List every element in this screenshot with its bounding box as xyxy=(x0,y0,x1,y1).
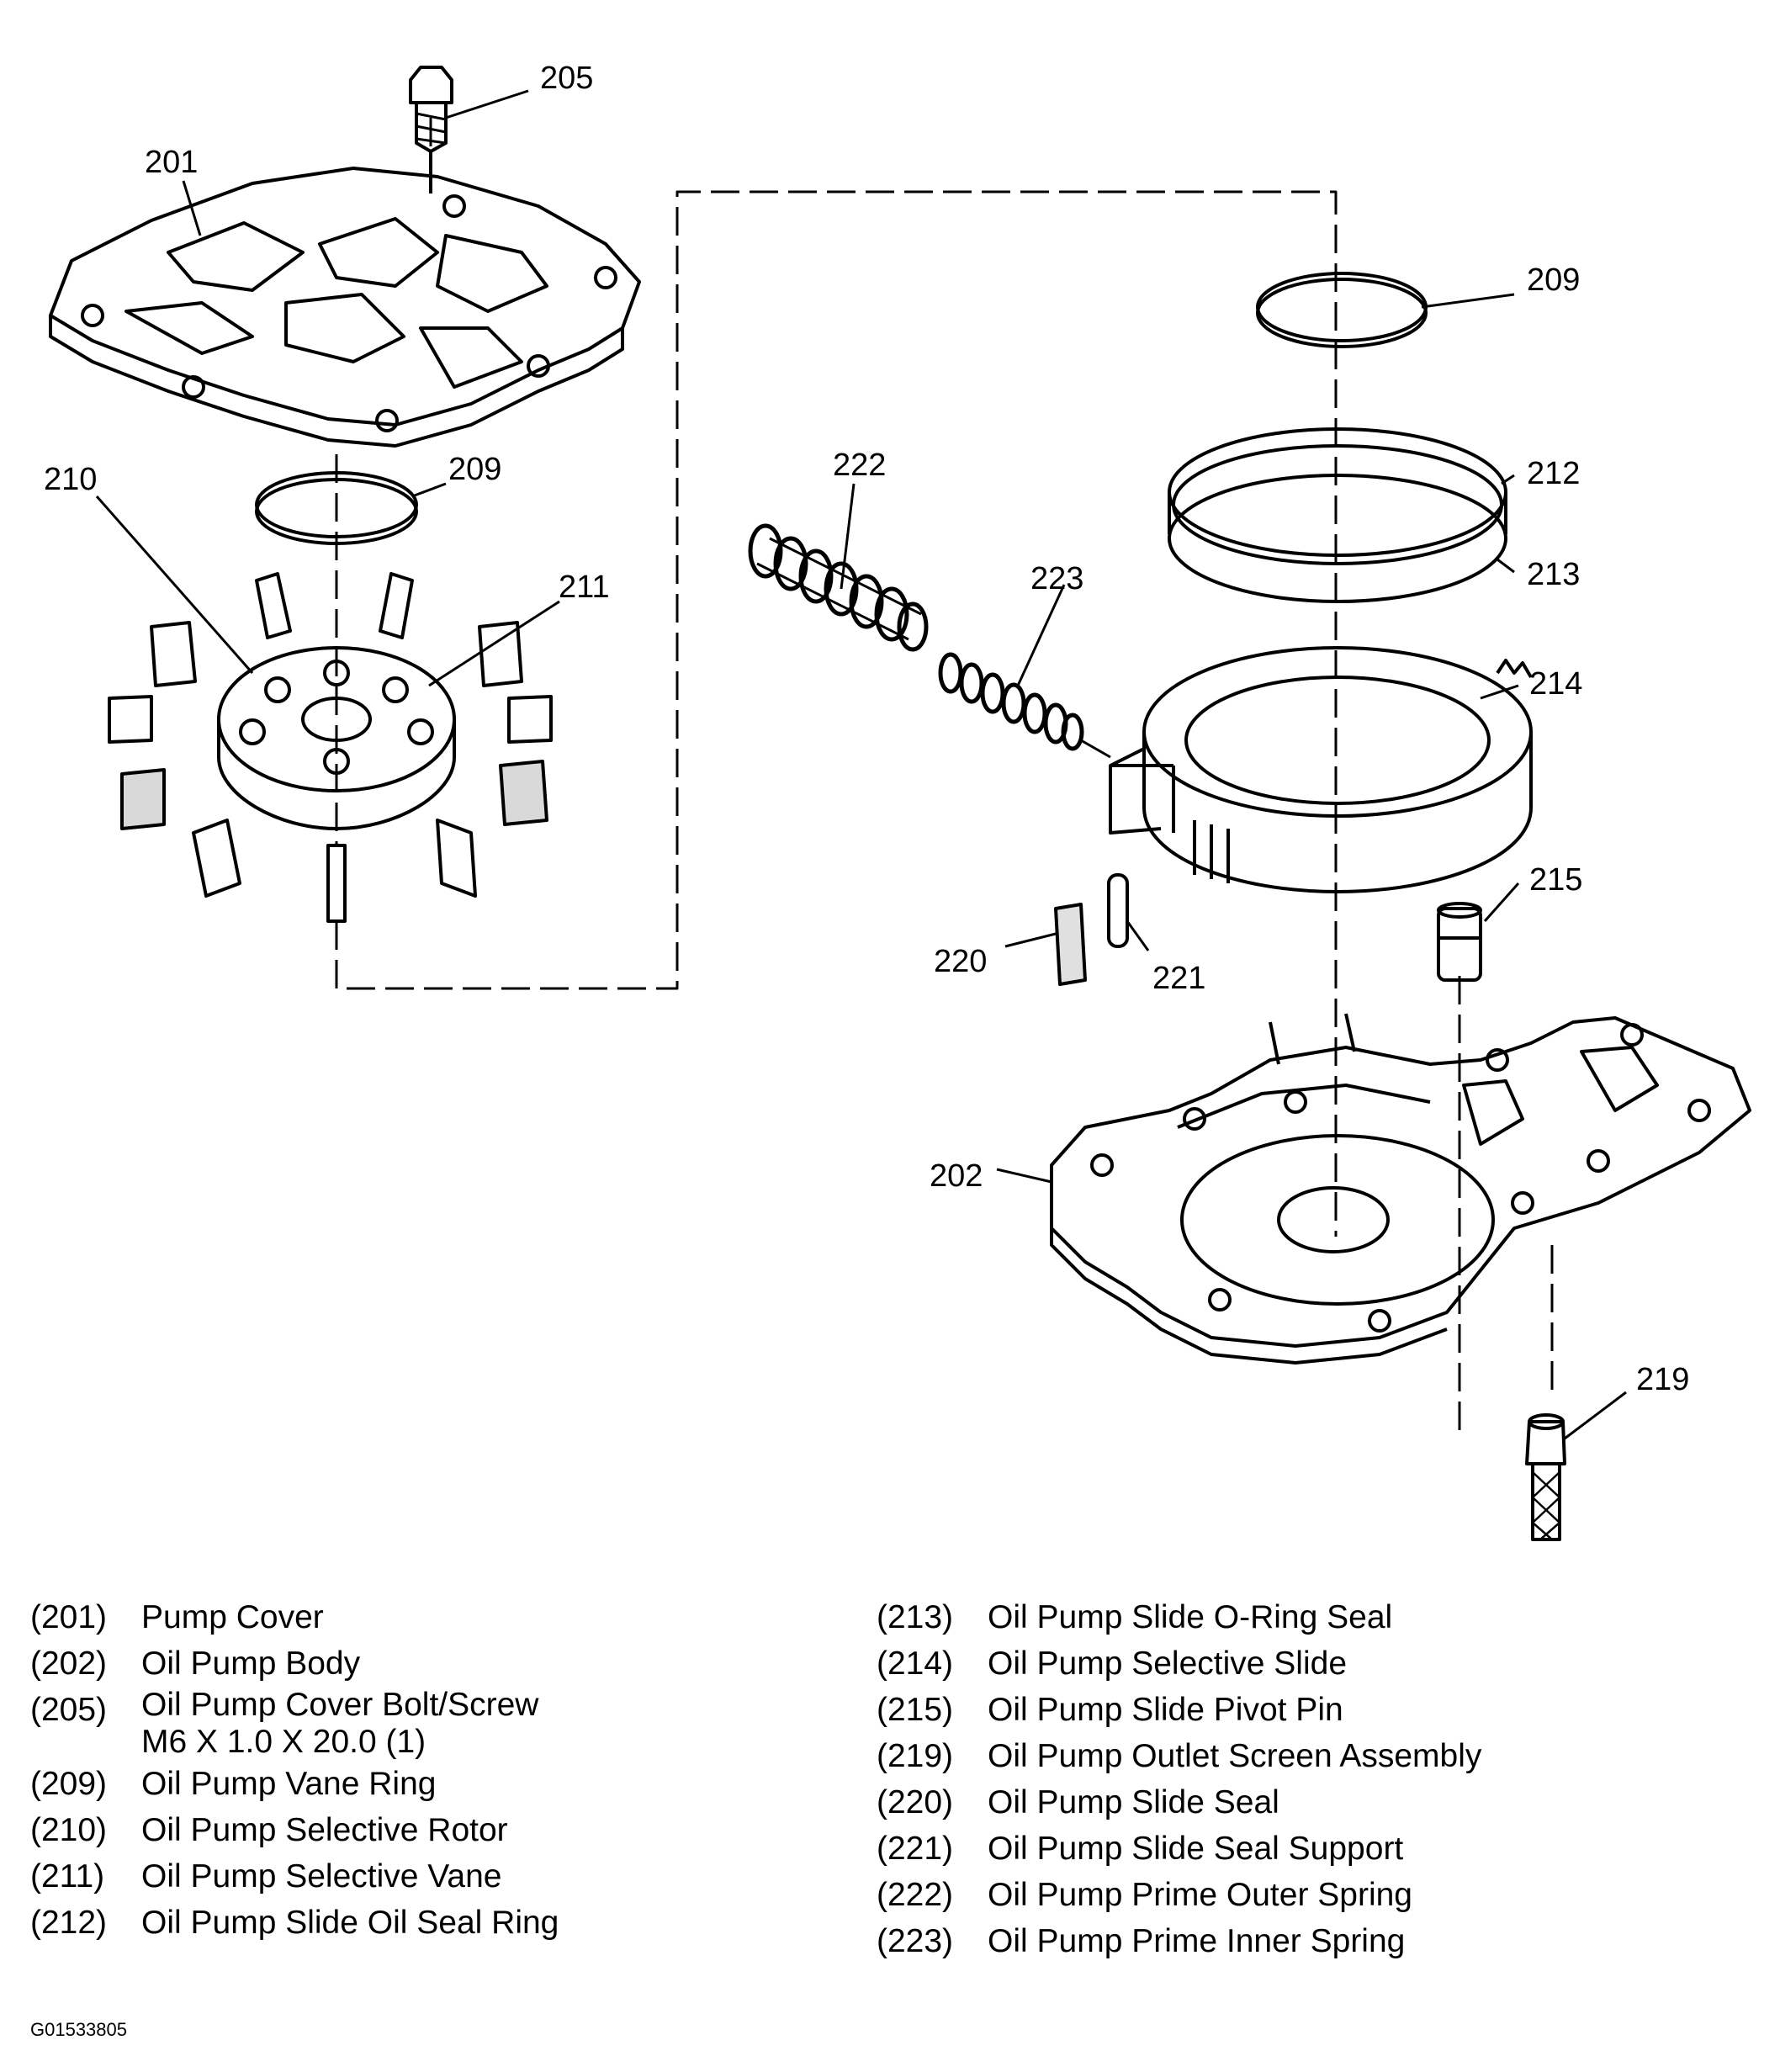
legend-description: Oil Pump Slide Pivot Pin xyxy=(988,1692,1343,1728)
legend-description: Oil Pump Slide Seal Support xyxy=(988,1831,1404,1867)
vane-ring-209-right xyxy=(1256,272,1428,348)
legend-item: (201) Pump Cover xyxy=(30,1594,787,1640)
legend-number: (221) xyxy=(877,1831,954,1867)
exploded-view-diagram: 205 201 209 210 211 209 212 213 214 215 … xyxy=(44,61,1751,1541)
cover-bolt-205 xyxy=(409,66,453,193)
legend-item: (219) Oil Pump Outlet Screen Assembly xyxy=(877,1733,1760,1779)
legend-number: (223) xyxy=(877,1923,954,1959)
legend-item: (205) Oil Pump Cover Bolt/Screw M6 X 1.0… xyxy=(30,1687,787,1761)
oil-pump-body-202 xyxy=(1050,1013,1751,1365)
legend-number: (202) xyxy=(30,1645,108,1682)
pump-cover-201 xyxy=(49,167,641,448)
legend-description: Oil Pump Prime Inner Spring xyxy=(988,1923,1406,1959)
legend-number: (215) xyxy=(877,1692,954,1728)
legend-description: Oil Pump Body xyxy=(141,1645,361,1682)
legend-number: (220) xyxy=(877,1784,954,1820)
legend-description: Oil Pump Selective Rotor xyxy=(141,1812,508,1848)
callout-201: 201 xyxy=(145,145,198,180)
legend-item: (223) Oil Pump Prime Inner Spring xyxy=(877,1918,1760,1964)
callout-212: 212 xyxy=(1527,456,1580,491)
legend-number: (213) xyxy=(877,1599,954,1635)
legend-number: (210) xyxy=(30,1812,108,1848)
callout-221: 221 xyxy=(1152,961,1205,996)
callout-223: 223 xyxy=(1030,561,1083,596)
legend-item: (213) Oil Pump Slide O-Ring Seal xyxy=(877,1594,1760,1640)
legend-item: (210) Oil Pump Selective Rotor xyxy=(30,1807,787,1853)
slide-seal-220 xyxy=(1054,903,1087,986)
legend-description: Oil Pump Cover Bolt/Screw xyxy=(141,1687,539,1723)
callout-209-left: 209 xyxy=(448,452,501,487)
callout-215: 215 xyxy=(1529,862,1582,898)
legend-number: (201) xyxy=(30,1599,108,1635)
parts-legend-right: (213) Oil Pump Slide O-Ring Seal (214) O… xyxy=(877,1594,1760,1964)
outlet-screen-219 xyxy=(1525,1413,1566,1541)
legend-description: Oil Pump Selective Vane xyxy=(141,1858,502,1894)
callout-210: 210 xyxy=(44,462,97,497)
callout-214: 214 xyxy=(1529,666,1582,702)
legend-item: (214) Oil Pump Selective Slide xyxy=(877,1640,1760,1687)
legend-item: (209) Oil Pump Vane Ring xyxy=(30,1761,787,1807)
legend-number: (212) xyxy=(30,1905,108,1941)
selective-rotor-210 xyxy=(217,646,456,830)
legend-description: Oil Pump Slide O-Ring Seal xyxy=(988,1599,1393,1635)
legend-item: (222) Oil Pump Prime Outer Spring xyxy=(877,1872,1760,1918)
vane-ring-209-left xyxy=(255,471,418,545)
legend-item: (215) Oil Pump Slide Pivot Pin xyxy=(877,1687,1760,1733)
callout-222: 222 xyxy=(833,448,886,483)
figure-id: G01533805 xyxy=(30,2019,127,2040)
legend-number: (209) xyxy=(30,1766,108,1802)
legend-number: (219) xyxy=(877,1738,954,1774)
leader-lines xyxy=(95,89,1627,1440)
legend-item: (211) Oil Pump Selective Vane xyxy=(30,1853,787,1900)
slide-pivot-pin-215 xyxy=(1437,902,1482,982)
legend-item: (202) Oil Pump Body xyxy=(30,1640,787,1687)
legend-description: Oil Pump Prime Outer Spring xyxy=(988,1877,1413,1913)
legend-description: Oil Pump Outlet Screen Assembly xyxy=(988,1738,1482,1774)
callout-202: 202 xyxy=(930,1158,983,1194)
slide-seal-support-221 xyxy=(1107,873,1129,948)
callout-220: 220 xyxy=(934,944,987,979)
callout-211: 211 xyxy=(559,570,610,605)
parts-legend-left: (201) Pump Cover (202) Oil Pump Body (20… xyxy=(30,1594,787,1946)
selective-vanes-211 xyxy=(108,572,553,923)
legend-description: Oil Pump Vane Ring xyxy=(141,1766,437,1802)
legend-number: (205) xyxy=(30,1692,108,1728)
slide-seal-rings-212-213 xyxy=(1168,427,1507,603)
legend-number: (211) xyxy=(30,1858,105,1894)
legend-item: (212) Oil Pump Slide Oil Seal Ring xyxy=(30,1900,787,1946)
legend-description: Pump Cover xyxy=(141,1599,324,1635)
prime-inner-spring-223 xyxy=(938,652,1111,759)
legend-subdescription: M6 X 1.0 X 20.0 (1) xyxy=(141,1724,426,1760)
legend-item: (220) Oil Pump Slide Seal xyxy=(877,1779,1760,1826)
legend-description: Oil Pump Selective Slide xyxy=(988,1645,1348,1682)
legend-description: Oil Pump Slide Oil Seal Ring xyxy=(141,1905,559,1941)
legend-number: (222) xyxy=(877,1877,954,1913)
callout-labels: 205 201 209 210 211 209 212 213 214 215 … xyxy=(44,61,1689,1397)
callout-205: 205 xyxy=(540,61,593,96)
prime-outer-spring-222 xyxy=(748,523,929,652)
callout-213: 213 xyxy=(1527,557,1580,592)
callout-209-right: 209 xyxy=(1527,262,1580,298)
legend-item: (221) Oil Pump Slide Seal Support xyxy=(877,1826,1760,1872)
selective-slide-214 xyxy=(1109,646,1533,893)
legend-description: Oil Pump Slide Seal xyxy=(988,1784,1279,1820)
legend-number: (214) xyxy=(877,1645,954,1682)
callout-219: 219 xyxy=(1636,1362,1689,1397)
